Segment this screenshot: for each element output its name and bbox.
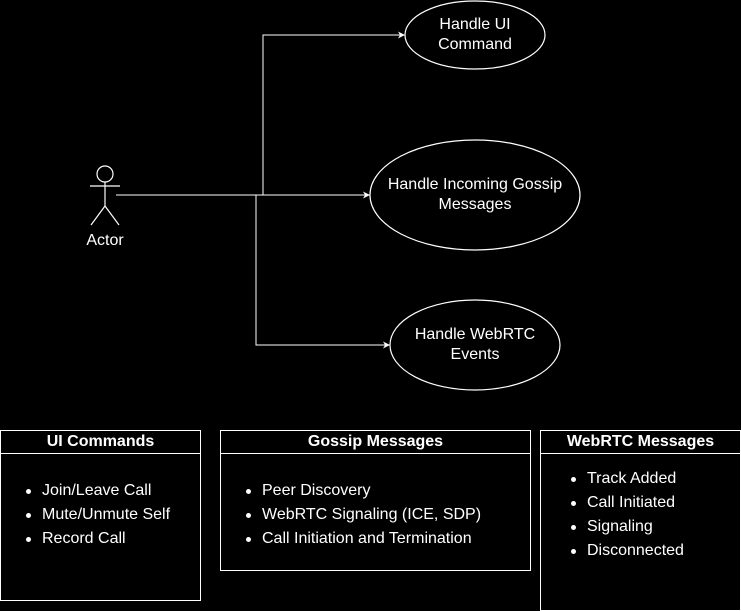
ui-commands-list: Join/Leave Call Mute/Unmute Self Record … xyxy=(1,479,200,551)
list-item: WebRTC Signaling (ICE, SDP) xyxy=(241,503,530,527)
use-case-gossip-label: Handle Incoming Gossip Messages xyxy=(387,176,563,213)
list-item: Mute/Unmute Self xyxy=(21,503,200,527)
actor-figure[interactable] xyxy=(90,165,120,226)
gossip-messages-title: Gossip Messages xyxy=(221,431,530,454)
use-case-ui-command-ellipse[interactable] xyxy=(404,0,546,70)
list-item: Peer Discovery xyxy=(241,479,530,503)
list-item: Track Added xyxy=(566,467,740,491)
use-case-gossip-ellipse[interactable] xyxy=(369,139,581,251)
use-case-ui-command-label: Handle UI Command xyxy=(438,16,512,53)
webrtc-messages-list: Track Added Call Initiated Signaling Dis… xyxy=(541,467,740,563)
webrtc-messages-title: WebRTC Messages xyxy=(541,431,740,454)
connector-to-webrtc xyxy=(116,194,390,349)
list-item: Call Initiation and Termination xyxy=(241,527,530,551)
list-item: Record Call xyxy=(21,527,200,551)
ui-commands-box: UI Commands Join/Leave Call Mute/Unmute … xyxy=(0,430,201,601)
connector-to-ui-command xyxy=(116,31,405,196)
use-case-webrtc-label: Handle WebRTC Events xyxy=(414,326,536,363)
use-case-webrtc-ellipse[interactable] xyxy=(389,299,561,391)
actor-head xyxy=(96,165,114,183)
actor-label: Actor xyxy=(86,232,124,249)
gossip-messages-box: Gossip Messages Peer Discovery WebRTC Si… xyxy=(220,430,531,571)
list-item: Join/Leave Call xyxy=(21,479,200,503)
webrtc-messages-box: WebRTC Messages Track Added Call Initiat… xyxy=(540,430,741,611)
list-item: Signaling xyxy=(566,515,740,539)
actor-left-leg xyxy=(90,205,106,226)
list-item: Call Initiated xyxy=(566,491,740,515)
ui-commands-title: UI Commands xyxy=(1,431,200,454)
gossip-messages-list: Peer Discovery WebRTC Signaling (ICE, SD… xyxy=(221,479,530,551)
list-item: Disconnected xyxy=(566,539,740,563)
actor-right-leg xyxy=(104,205,120,226)
